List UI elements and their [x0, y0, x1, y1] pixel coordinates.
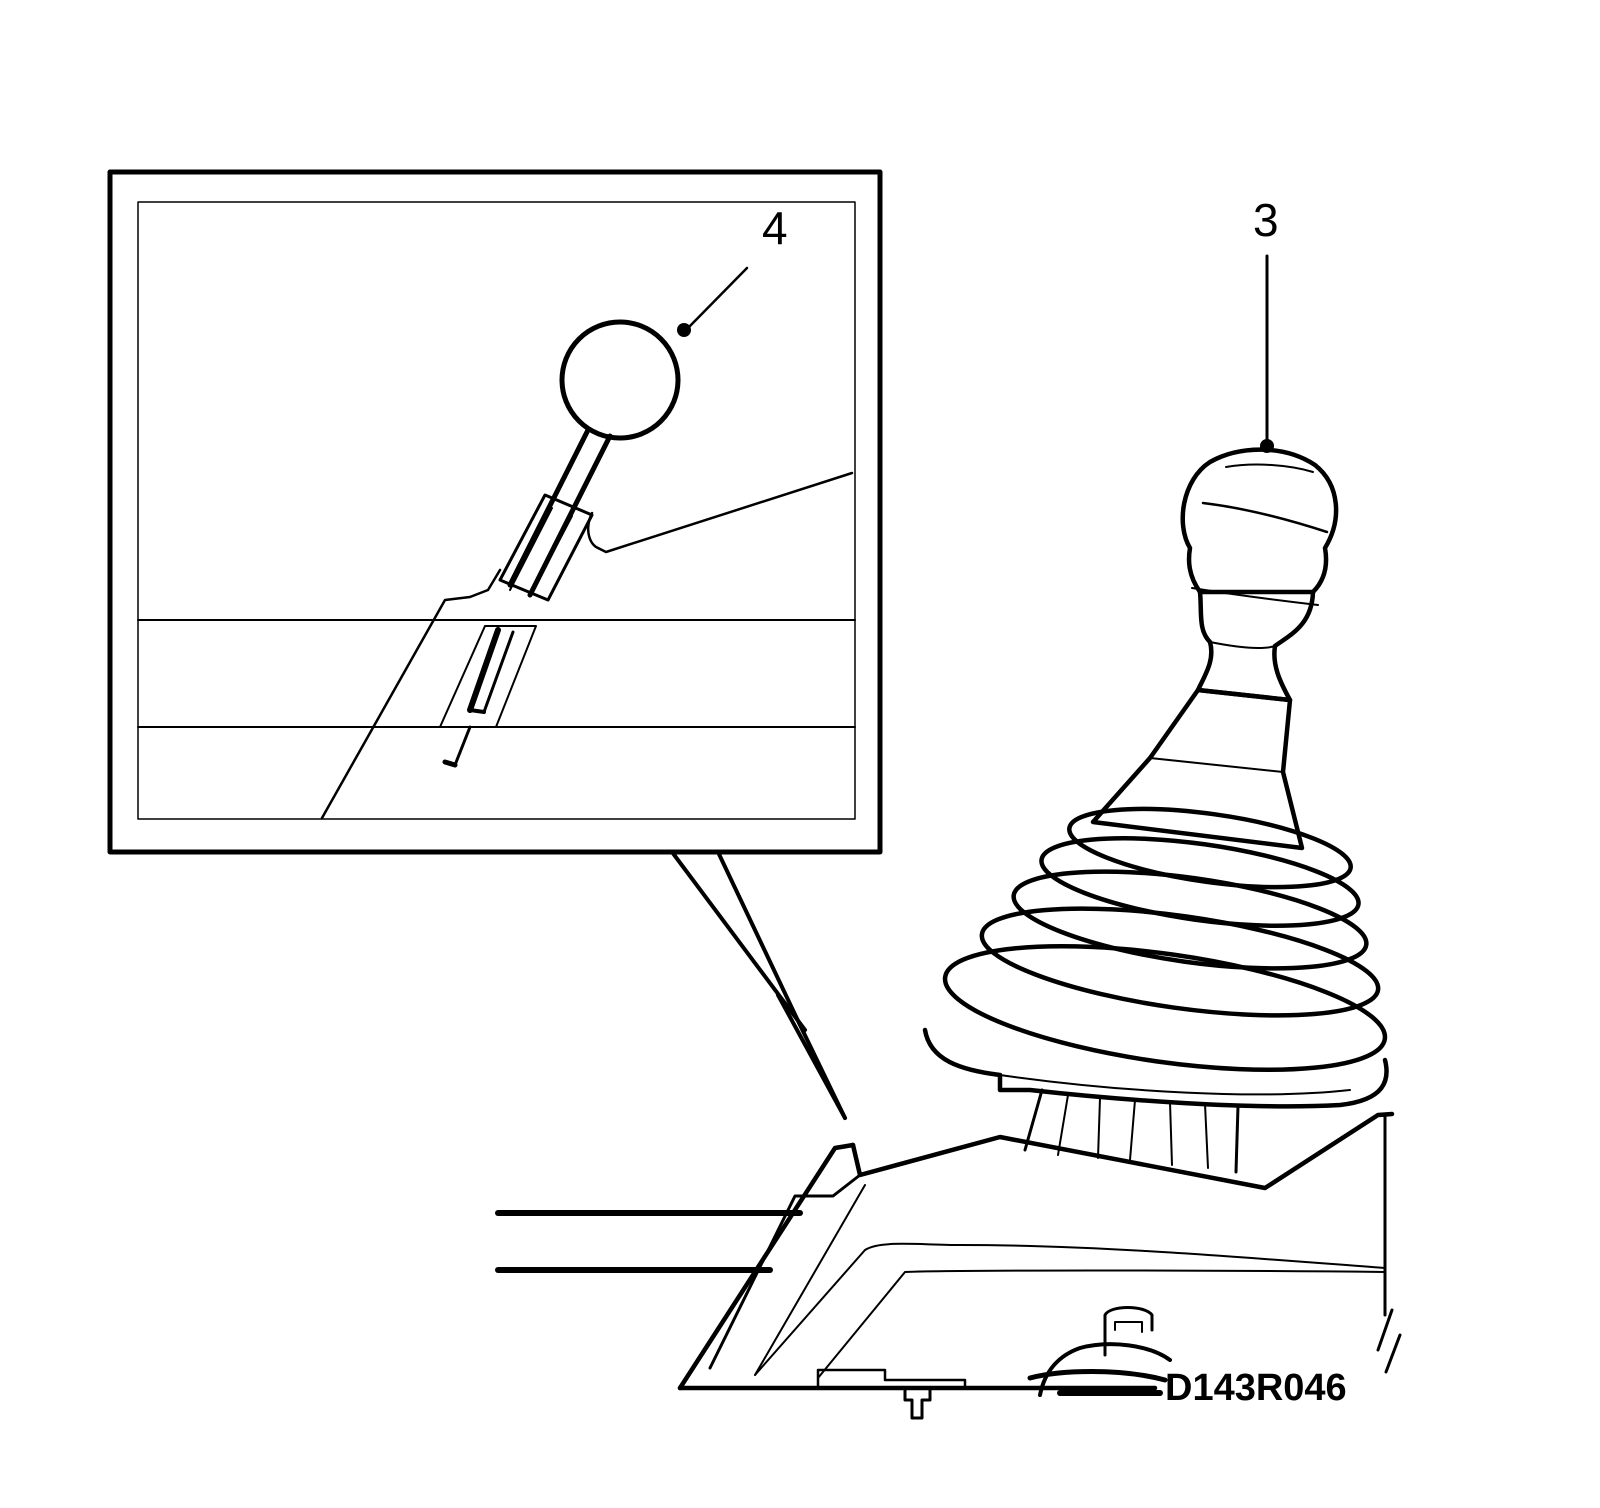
console-base: [495, 1111, 1402, 1420]
figure-reference-code: D143R046: [1165, 1367, 1347, 1409]
inset-outer-frame: [107, 169, 883, 855]
inset-inner-frame: [137, 201, 856, 820]
inset-pointer: [670, 850, 847, 1120]
detail-inset: 4: [107, 169, 883, 855]
callout-4-label: 4: [762, 202, 788, 254]
gear-knob-ball: [559, 319, 681, 441]
shifter-assembly: 3: [922, 194, 1389, 1174]
shift-knob: [1180, 447, 1339, 595]
callout-3-label: 3: [1253, 194, 1279, 246]
